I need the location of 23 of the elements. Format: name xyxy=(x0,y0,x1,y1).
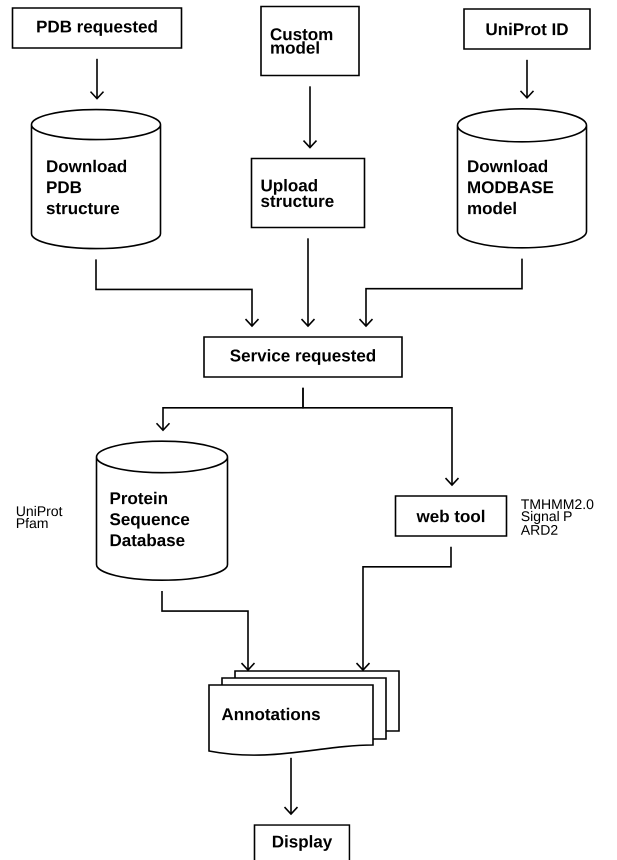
arrow xyxy=(358,258,523,328)
arrow xyxy=(300,238,316,328)
arrow xyxy=(161,591,256,672)
arrow xyxy=(356,546,452,672)
process-box: Custom model xyxy=(260,6,360,76)
process-box: UniProt ID xyxy=(463,8,591,50)
process-box: Service requested xyxy=(203,336,403,378)
side-label: UniProt Pfam xyxy=(16,506,62,528)
document-stack: Annotations xyxy=(208,670,400,756)
database-cylinder: Protein Sequence Database xyxy=(96,440,228,582)
arrow xyxy=(284,758,298,816)
process-box: Display xyxy=(254,824,350,860)
process-box: web tool xyxy=(394,495,508,537)
arrow xyxy=(520,60,534,100)
arrow xyxy=(302,388,460,486)
process-box: PDB requested xyxy=(12,7,182,49)
arrow xyxy=(95,259,260,328)
arrow xyxy=(302,86,318,149)
database-cylinder: Download MODBASE model xyxy=(456,108,588,249)
process-box: Upload structure xyxy=(250,158,366,228)
side-label: TMHMM2.0 Signal P ARD2 xyxy=(520,499,594,535)
database-cylinder: Download PDB structure xyxy=(30,108,162,250)
arrow xyxy=(90,58,104,100)
